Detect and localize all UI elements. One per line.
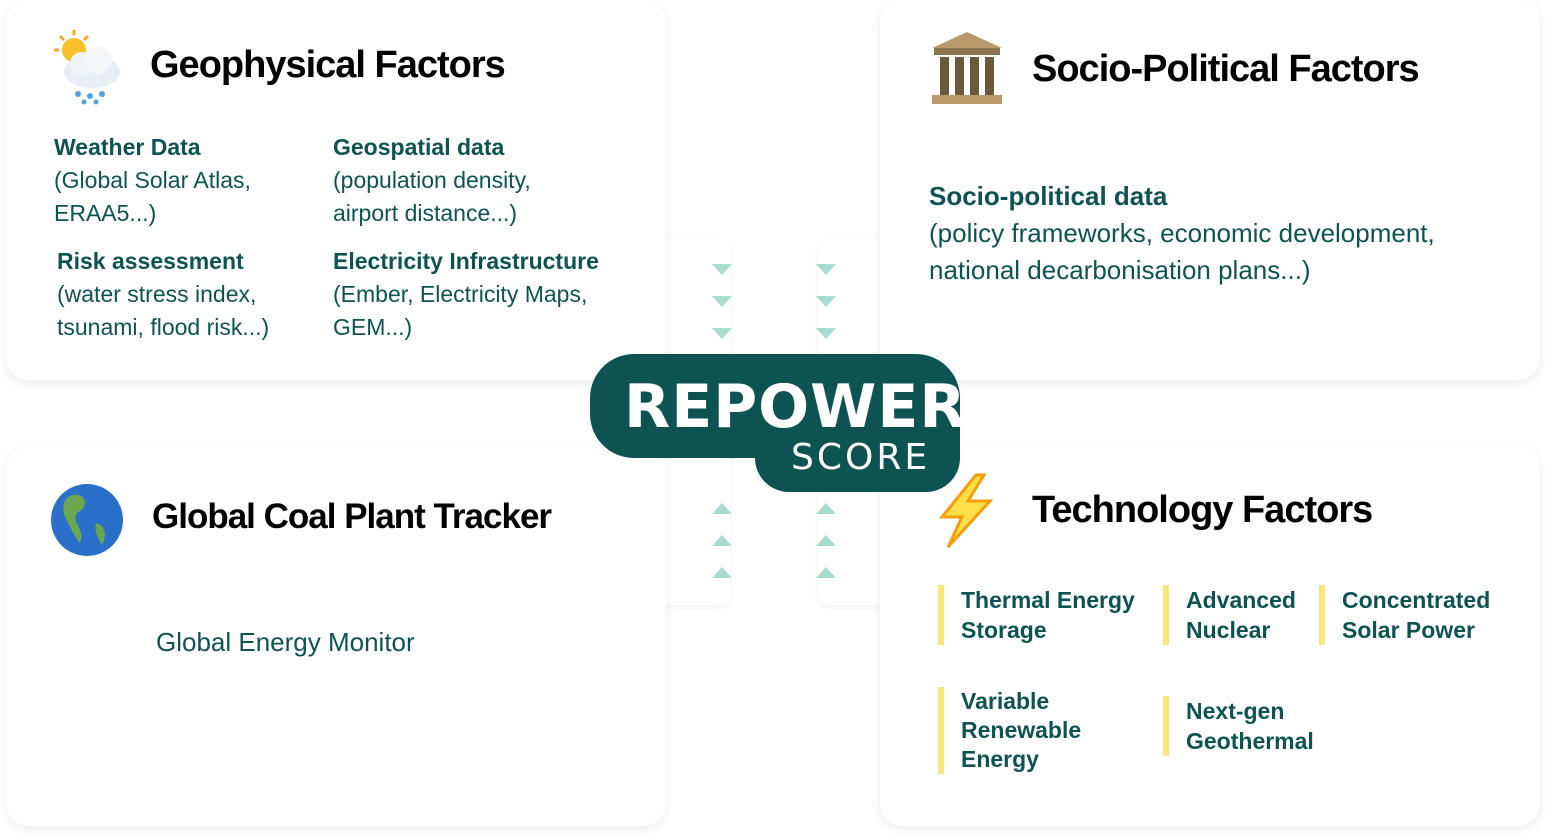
source-label: Global Energy Monitor xyxy=(156,627,415,657)
arrow-down-icon xyxy=(712,264,732,275)
socio-political-card: Socio-Political Factors Socio-political … xyxy=(880,0,1540,380)
arrow-down-icon xyxy=(712,328,732,339)
technology-card: Technology Factors Thermal Energy Storag… xyxy=(880,447,1540,826)
arrow-up-icon xyxy=(712,567,732,578)
arrow-up-icon xyxy=(712,503,732,514)
tech-item: Next-gen Geothermal xyxy=(1163,696,1336,756)
globe-americas-icon xyxy=(51,484,123,556)
logo-main-text: REPOWER xyxy=(624,372,967,442)
arrow-up-icon xyxy=(816,567,836,578)
item-heading: Risk assessment xyxy=(57,248,244,274)
arrow-up-icon xyxy=(816,535,836,546)
card-title: Global Coal Plant Tracker xyxy=(152,497,552,536)
item-heading: Weather Data xyxy=(54,134,201,160)
item-body: (Ember, Electricity Maps, GEM...) xyxy=(333,281,588,340)
card-title: Geophysical Factors xyxy=(150,44,506,86)
socio-political-data: Socio-political data (policy frameworks, … xyxy=(929,178,1509,289)
repower-logo-tab xyxy=(755,420,960,492)
coal-tracker-card: Global Coal Plant Tracker Global Energy … xyxy=(6,447,666,826)
weather-data: Weather Data (Global Solar Atlas, ERAA5..… xyxy=(54,131,284,230)
item-body: (water stress index, tsunami, flood risk… xyxy=(57,281,270,340)
item-body: (policy frameworks, economic development… xyxy=(929,218,1435,285)
arrow-down-icon xyxy=(712,296,732,307)
arrow-down-icon xyxy=(816,296,836,307)
arrow-down-icon xyxy=(816,264,836,275)
geospatial-data: Geospatial data (population density, airp… xyxy=(333,131,573,230)
tech-item: Thermal Energy Storage xyxy=(938,585,1141,645)
lightning-icon xyxy=(938,473,994,549)
item-heading: Electricity Infrastructure xyxy=(333,248,599,274)
geophysical-card: Geophysical Factors Weather Data (Global … xyxy=(6,0,666,380)
arrow-up-icon xyxy=(712,535,732,546)
tech-item: Concentrated Solar Power xyxy=(1319,585,1512,645)
item-body: (population density, airport distance...… xyxy=(333,167,531,226)
risk-assessment: Risk assessment (water stress index, tsun… xyxy=(57,245,297,344)
item-body: (Global Solar Atlas, ERAA5...) xyxy=(54,167,251,226)
arrow-down-icon xyxy=(816,328,836,339)
electricity-infrastructure: Electricity Infrastructure (Ember, Electr… xyxy=(333,245,633,344)
tech-item: Advanced Nuclear xyxy=(1163,585,1306,645)
item-heading: Socio-political data xyxy=(929,181,1168,211)
tech-item: Variable Renewable Energy xyxy=(938,687,1091,774)
item-heading: Geospatial data xyxy=(333,134,505,160)
logo-sub-text: SCORE xyxy=(791,437,931,478)
card-title: Technology Factors xyxy=(1032,489,1373,531)
sun-behind-rain-cloud-icon xyxy=(54,30,120,105)
classical-building-icon xyxy=(932,32,1002,104)
card-title: Socio-Political Factors xyxy=(1032,48,1420,90)
arrow-up-icon xyxy=(816,503,836,514)
